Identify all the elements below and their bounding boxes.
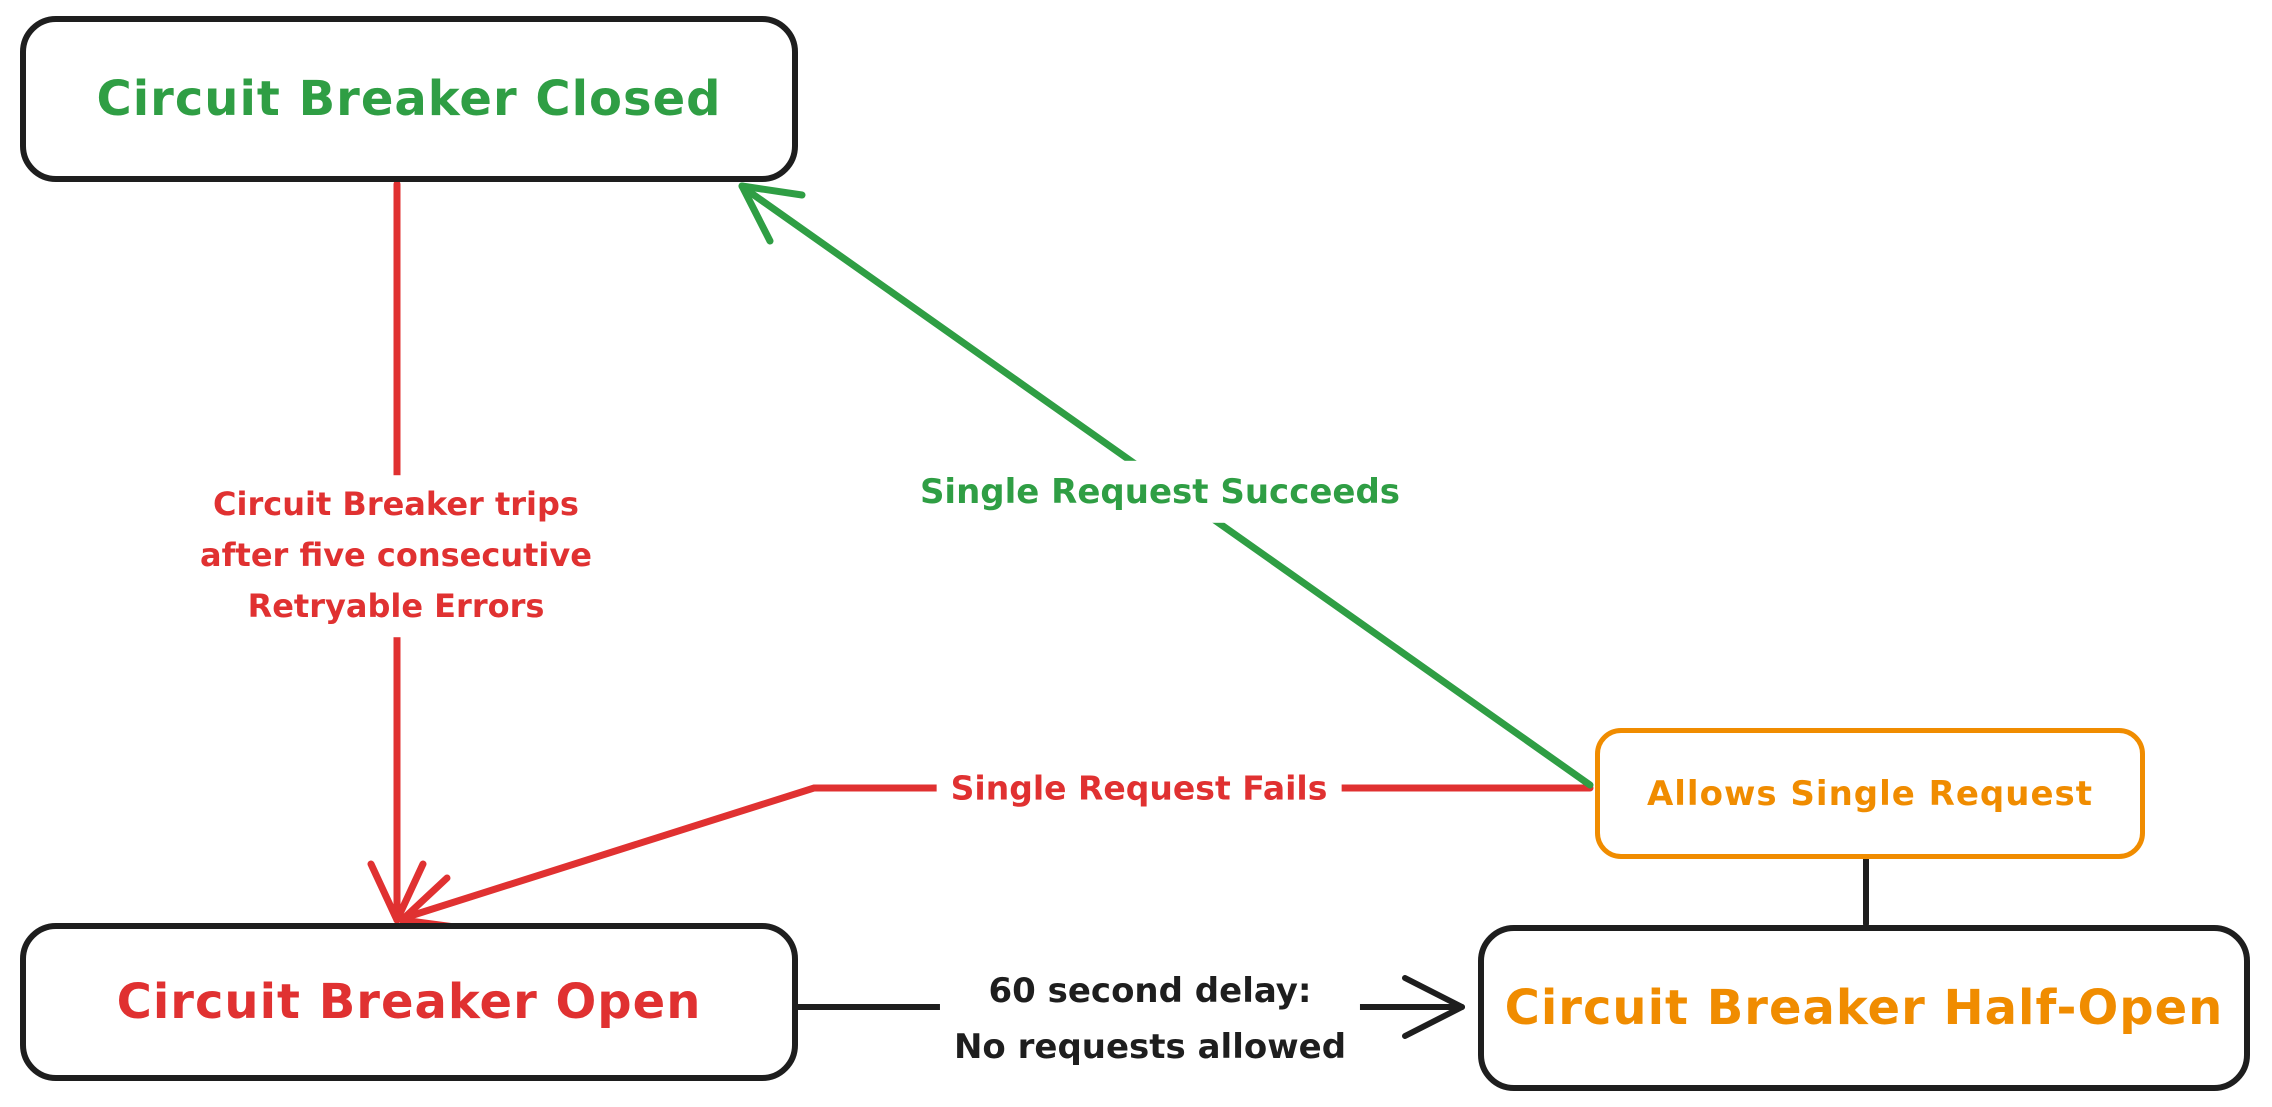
edge-label-single-request-succeeds: Single Request Succeeds: [905, 460, 1415, 524]
node-allows-single-request-label: Allows Single Request: [1646, 773, 2094, 814]
edge-label-delay-line2: No requests allowed: [953, 1027, 1347, 1067]
edge-label-single-request-fails: Single Request Fails: [936, 758, 1342, 820]
node-circuit-breaker-closed-label: Circuit Breaker Closed: [96, 71, 722, 127]
edge-label-delay-line1: 60 second delay:: [988, 970, 1312, 1011]
node-allows-single-request: Allows Single Request: [1595, 728, 2145, 859]
node-circuit-breaker-half-open: Circuit Breaker Half-Open: [1478, 925, 2250, 1091]
node-circuit-breaker-open-label: Circuit Breaker Open: [116, 974, 702, 1030]
node-circuit-breaker-half-open-label: Circuit Breaker Half-Open: [1504, 980, 2224, 1036]
node-circuit-breaker-open: Circuit Breaker Open: [20, 923, 798, 1081]
edge-label-60-second-delay: 60 second delay: No requests allowed: [939, 958, 1361, 1080]
edge-label-circuit-breaker-trips: Circuit Breaker trips after five consecu…: [186, 475, 606, 637]
edge-label-trips-line3: Retryable Errors: [247, 587, 545, 626]
edge-label-trips-line2: after five consecutive: [200, 536, 592, 575]
node-circuit-breaker-closed: Circuit Breaker Closed: [20, 16, 798, 182]
edge-label-trips-line1: Circuit Breaker trips: [213, 485, 579, 524]
